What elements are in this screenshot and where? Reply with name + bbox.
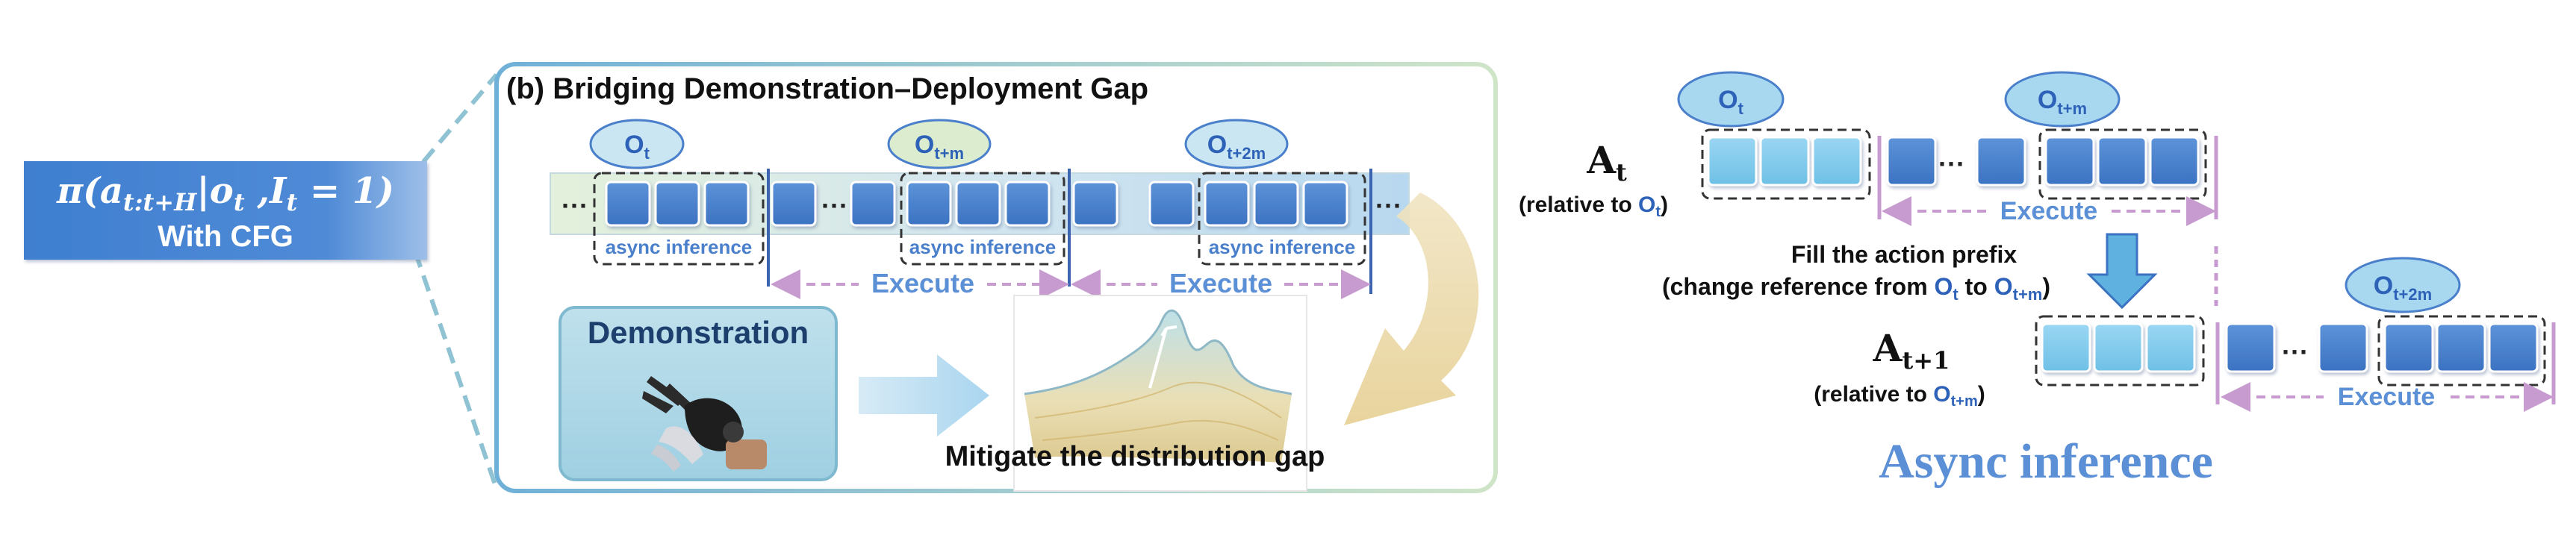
async-label-2: async inference <box>909 236 1057 258</box>
async-group-2 <box>900 172 1065 266</box>
glove-image <box>642 376 767 472</box>
action-block <box>1072 181 1119 227</box>
prefix-block <box>1811 136 1862 187</box>
ellipse-ot2m-b: Ot+2m <box>1184 119 1289 169</box>
action-block <box>1204 181 1250 227</box>
async-group-3 <box>1198 172 1366 266</box>
action-block <box>771 181 817 227</box>
execute-label-c2: Execute <box>2338 383 2435 411</box>
row2-prefix-group <box>2035 315 2205 387</box>
ellipse-ot2m-c: Ot+2m <box>2345 257 2461 313</box>
at1-label: At+1 <box>1873 326 1950 375</box>
panel-c-blocks <box>1707 136 2539 373</box>
svg-text:Ot+m: Ot+m <box>915 131 964 163</box>
demo-to-surface-arrow <box>859 354 989 437</box>
fill-prefix-line1: Fill the action prefix <box>1791 241 2017 268</box>
mitigate-label: Mitigate the distribution gap <box>945 441 1325 472</box>
panel-c: Ot Ot+m Ot+2m At (relative to Ot) Fill t… <box>1519 71 2556 489</box>
row2-async-group <box>2377 315 2546 387</box>
ellipse-otm-b: Ot+m <box>887 119 992 169</box>
svg-text:Ot+2m: Ot+2m <box>1207 131 1266 163</box>
action-block <box>906 181 952 227</box>
panel-b-title: (b) Bridging Demonstration–Deployment Ga… <box>506 72 1148 105</box>
action-block <box>1976 136 2026 187</box>
zoom-line-top <box>405 73 499 183</box>
demonstration-label: Demonstration <box>587 315 809 350</box>
action-block <box>2149 136 2200 187</box>
ellipsis-b-2: ··· <box>821 190 848 221</box>
at1-relative-label: (relative to Ot+m) <box>1814 382 1985 410</box>
execute-label-b2: Execute <box>1169 268 1272 298</box>
ellipsis-c-1: ··· <box>1938 148 1965 179</box>
svg-text:Ot+2m: Ot+2m <box>2374 272 2432 304</box>
action-block <box>2044 136 2095 187</box>
action-block <box>955 181 1001 227</box>
policy-section: π(at:t+H|ot ,It = 1) With CFG <box>24 73 499 489</box>
action-block <box>2488 322 2539 373</box>
action-block <box>1004 181 1051 227</box>
action-block <box>2225 322 2276 373</box>
panel-b-blocks <box>605 181 1348 227</box>
async-group-1 <box>593 172 765 266</box>
policy-box <box>24 161 427 260</box>
distribution-surface <box>1013 295 1307 492</box>
action-block <box>850 181 896 227</box>
ellipsis-c-2: ··· <box>2282 337 2309 367</box>
action-block <box>2383 322 2434 373</box>
svg-text:Ot: Ot <box>624 131 650 163</box>
action-block <box>2436 322 2486 373</box>
prefix-block <box>1707 136 1758 187</box>
action-block <box>654 181 700 227</box>
policy-formula: π(at:t+H|ot ,It = 1) <box>56 170 394 216</box>
action-block <box>2097 136 2147 187</box>
action-block <box>1886 136 1937 187</box>
ellipse-ot-c: Ot <box>1677 71 1785 128</box>
async-inference-title: Async inference <box>1879 434 2213 489</box>
action-block <box>703 181 750 227</box>
ellipse-ot-b: Ot <box>589 119 685 169</box>
prefix-block <box>2145 322 2196 373</box>
prefix-block <box>1759 136 1810 187</box>
zoom-line-bottom <box>405 227 499 489</box>
ellipsis-b-1: ··· <box>561 190 588 221</box>
svg-text:Ot+m: Ot+m <box>2038 86 2087 118</box>
action-block <box>605 181 651 227</box>
demonstration-box: Demonstration <box>559 306 838 481</box>
async-label-3: async inference <box>1209 236 1356 258</box>
ellipse-otm-c: Ot+m <box>2004 71 2121 128</box>
row1-async-group <box>2038 128 2207 200</box>
prefix-block <box>2041 322 2091 373</box>
fill-prefix-down-arrow <box>2086 233 2158 310</box>
execute-label-c1: Execute <box>2000 197 2097 225</box>
curved-feedback-arrow <box>1344 193 1479 425</box>
row1-prefix-group <box>1701 128 1871 200</box>
execute-label-b1: Execute <box>871 268 974 298</box>
prefix-block <box>2093 322 2144 373</box>
fill-prefix-line2: (change reference from Ot to Ot+m) <box>1662 273 2050 304</box>
policy-cfg-label: With CFG <box>158 220 293 253</box>
action-block <box>2318 322 2368 373</box>
svg-text:Ot: Ot <box>1718 86 1743 118</box>
at-label: At <box>1586 138 1627 187</box>
action-block <box>1148 181 1195 227</box>
async-label-1: async inference <box>606 236 753 258</box>
at-relative-label: (relative to Ot) <box>1519 193 1668 220</box>
action-block <box>1302 181 1348 227</box>
action-block <box>1253 181 1299 227</box>
